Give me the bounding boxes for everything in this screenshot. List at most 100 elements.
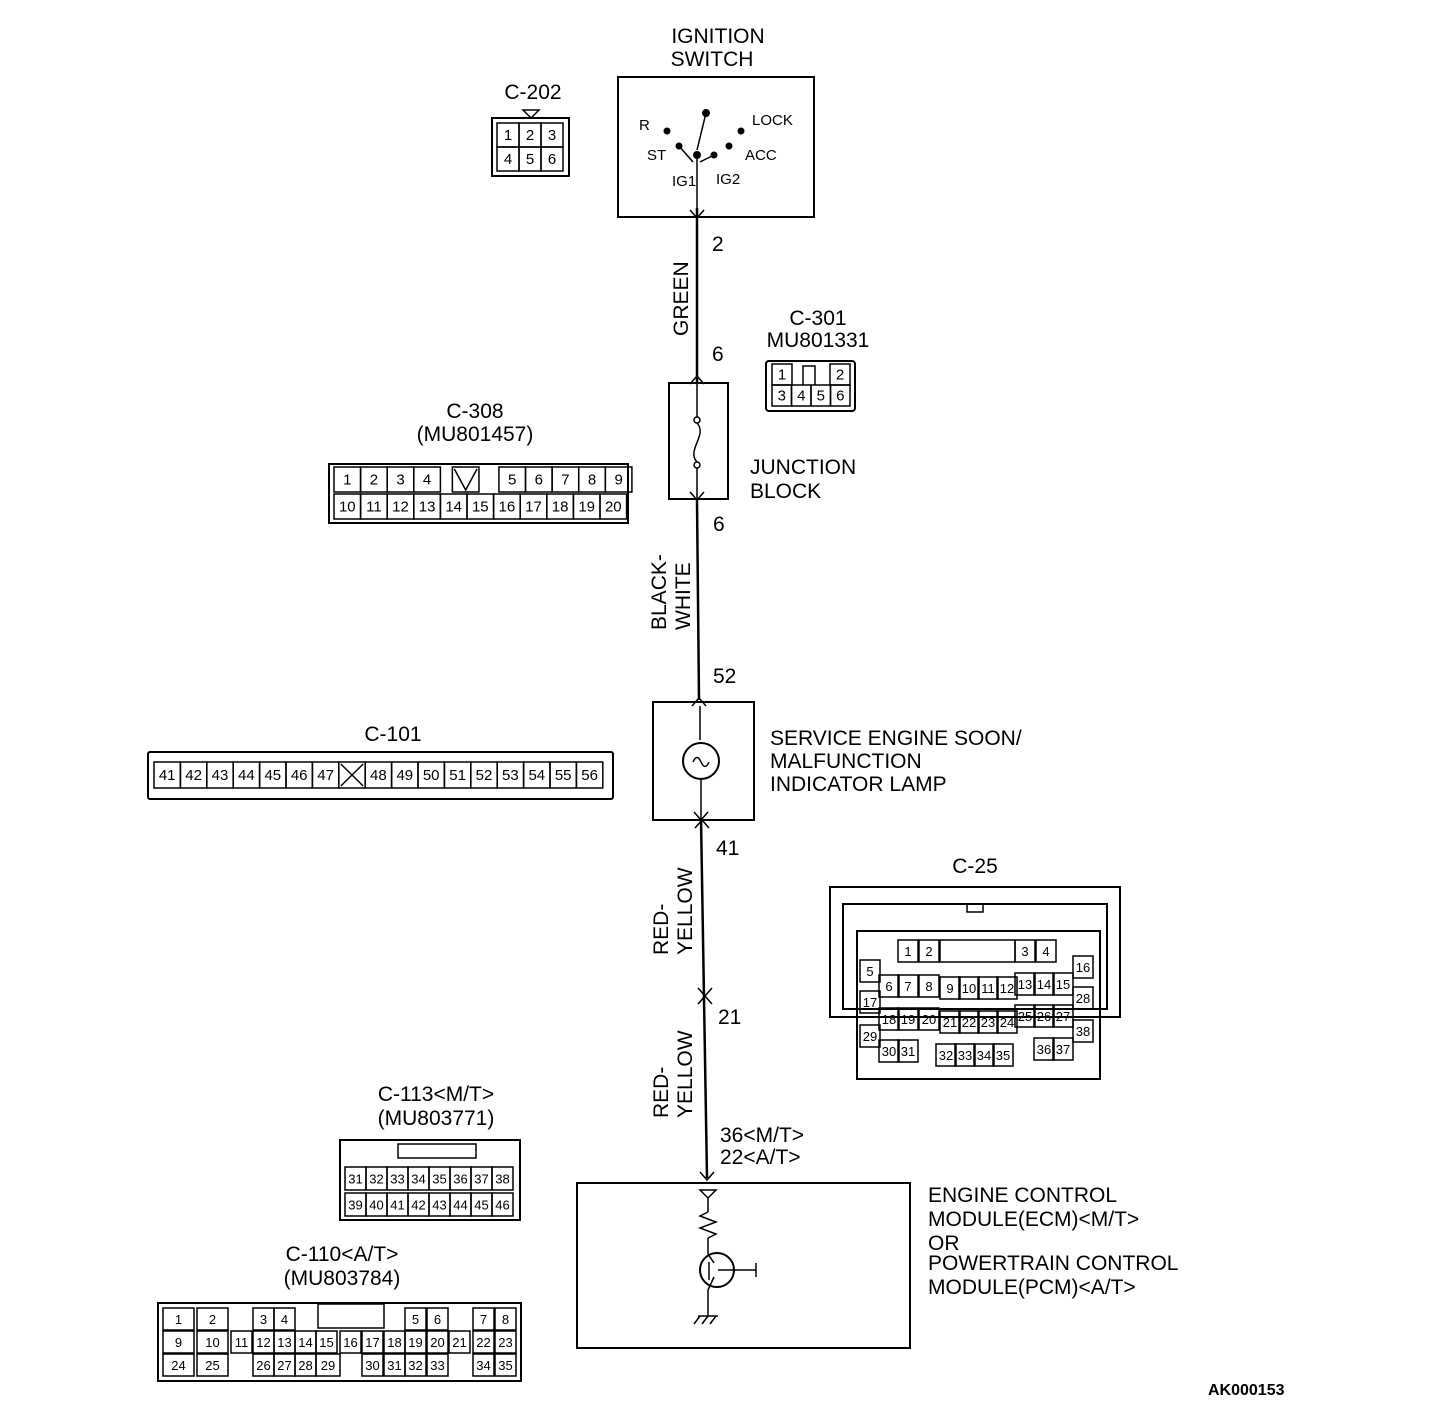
c301-key: [802, 365, 816, 385]
c308-pin-text: 18: [552, 499, 569, 516]
c101-pin: 52: [470, 761, 498, 789]
c110-pin-text: 4: [281, 1312, 288, 1327]
c110-pin-text: 32: [408, 1358, 422, 1373]
c110-pin: 32: [404, 1353, 427, 1377]
c25-pin: 13: [1014, 972, 1036, 996]
ignition-pos-ig1: IG1: [672, 173, 696, 190]
c25-pin-text: 2: [925, 944, 932, 959]
c301-pin-text: 1: [778, 367, 786, 384]
c308-pin: 7: [551, 466, 580, 493]
ignition-pos-ig2: IG2: [716, 171, 740, 188]
c301-pin: 1: [771, 363, 793, 386]
wire3-color-2: YELLOW: [674, 867, 697, 955]
c25-pin: 31: [897, 1039, 919, 1063]
c113-part: (MU803771): [378, 1107, 495, 1130]
c113-pin-text: 33: [390, 1172, 404, 1187]
c113-pin: 39: [344, 1192, 367, 1217]
junction-block-label-1: JUNCTION: [750, 456, 856, 479]
c25-pin: 35: [992, 1043, 1014, 1067]
c308-key: [451, 466, 480, 493]
c25-pin: 12: [996, 976, 1018, 1000]
c202-pin: 1: [496, 122, 520, 148]
c101-pin-text: 52: [476, 767, 493, 784]
c202-pin-text: 5: [526, 151, 534, 168]
c110-pin: 16: [339, 1330, 362, 1354]
c25-pin: 23: [977, 1010, 999, 1034]
c202-pin-text: 1: [504, 127, 512, 144]
c25-pin-text: 6: [885, 979, 892, 994]
c110-pin: 23: [494, 1330, 517, 1354]
wire-segment-red-yellow-1: 41 RED- YELLOW 21: [650, 818, 741, 1029]
c25-pin: 14: [1033, 972, 1055, 996]
c101-pin: 49: [390, 761, 419, 789]
c101-pin-text: 55: [555, 767, 572, 784]
c113-pin-text: 46: [495, 1198, 509, 1213]
c113-pin: 46: [491, 1192, 514, 1217]
wire-segment-black-white: 6 BLACK- WHITE 52: [648, 513, 736, 688]
c113-pin-text: 42: [411, 1198, 425, 1213]
c25-pin-text: 28: [1076, 991, 1090, 1006]
c25-pin-text: 12: [1000, 981, 1014, 996]
c25-pin-text: 11: [981, 981, 995, 996]
c308-pin: 18: [546, 493, 575, 520]
wire4-color-2: YELLOW: [674, 1030, 697, 1118]
c25-pin: 22: [958, 1010, 980, 1034]
c110-pin: 12: [252, 1330, 275, 1354]
c308-pin: 17: [519, 493, 548, 520]
c113-pin-text: 39: [348, 1198, 362, 1213]
c308-pin-text: 11: [366, 499, 382, 516]
c301-pin: 3: [771, 384, 793, 407]
c113-pin-text: 40: [369, 1198, 383, 1213]
c110-pin: 24: [162, 1353, 195, 1377]
c110-pin: 20: [426, 1330, 449, 1354]
c308-pin: 15: [466, 493, 495, 520]
c110-label: C-110<A/T>: [286, 1243, 399, 1266]
c25-pin-text: 23: [981, 1015, 995, 1030]
ignition-pos-lock: LOCK: [752, 112, 793, 129]
c25-pin-text: 15: [1056, 977, 1070, 992]
c110-pin: 22: [472, 1330, 495, 1354]
c301-pin-text: 2: [836, 367, 844, 384]
c25-pin-text: 1: [904, 944, 911, 959]
c25-pin: 34: [973, 1043, 995, 1067]
c301-part: MU801331: [767, 329, 870, 352]
c110-pin-text: 33: [430, 1358, 444, 1373]
c110-pin-text: 13: [277, 1335, 291, 1350]
c101-pin: 41: [153, 761, 182, 789]
c308-pin-text: 1: [343, 472, 351, 489]
c25-pin-text: 7: [904, 979, 911, 994]
c202-pin: 5: [518, 146, 542, 172]
c110-pin: 14: [294, 1330, 317, 1354]
c113-pin: 36: [449, 1166, 472, 1191]
c113-pin-text: 41: [390, 1198, 404, 1213]
c308-pin: 1: [333, 466, 362, 493]
c25-pin: 7: [897, 974, 919, 998]
c25-pin-text: 3: [1021, 944, 1028, 959]
c308-pin-text: 14: [445, 499, 462, 516]
c110-pin-text: 30: [365, 1358, 379, 1373]
c113-pin: 45: [470, 1192, 493, 1217]
c101-pin-text: 54: [528, 767, 545, 784]
wire-segment-red-yellow-2: RED- YELLOW 36<M/T> 22<A/T>: [650, 1030, 804, 1182]
c308-pin: 20: [599, 493, 628, 520]
c110-pin-text: 11: [235, 1335, 249, 1350]
c308-pin-text: 2: [370, 472, 378, 489]
c110-blank: [317, 1303, 385, 1329]
c110-pin: 13: [273, 1330, 296, 1354]
c25-pin: 5: [859, 959, 881, 983]
c110-pin-text: 5: [412, 1312, 419, 1327]
c25-pin-text: 8: [925, 979, 932, 994]
c308-pin-text: 15: [472, 499, 489, 516]
wire4-pin-at: 22<A/T>: [720, 1146, 801, 1169]
c25-pin: 24: [996, 1010, 1018, 1034]
c25-pin: 1: [897, 939, 919, 963]
c113-pin: 32: [365, 1166, 388, 1191]
c25-pin-text: 25: [1018, 1009, 1032, 1024]
c308-pin: 6: [524, 466, 553, 493]
c110-pin-text: 17: [365, 1335, 379, 1350]
ignition-switch: IGNITION SWITCH R LOCK ST ACC IG1 IG2: [617, 25, 815, 220]
c25-pin-text: 21: [943, 1015, 957, 1030]
